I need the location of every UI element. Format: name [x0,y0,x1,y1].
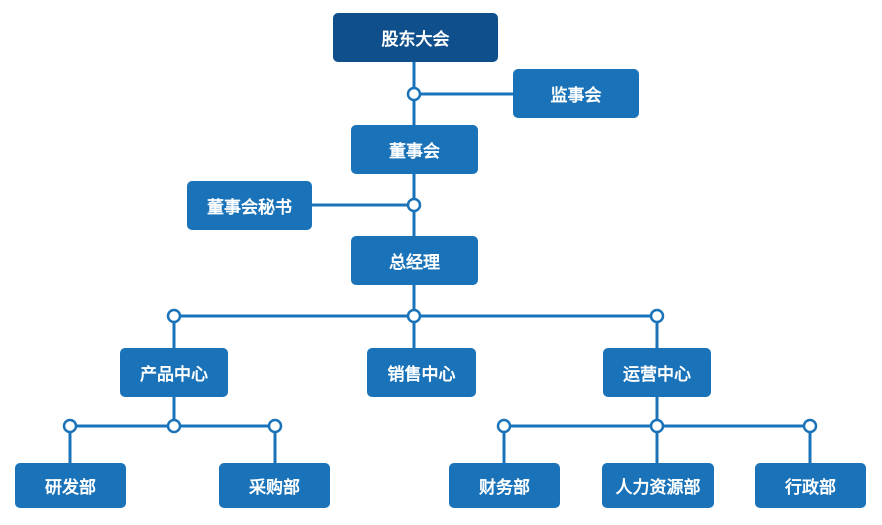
node-product-center: 产品中心 [120,348,228,397]
junction-node [166,308,182,324]
junction-node [267,418,283,434]
junction-node [406,197,422,213]
junction-node [166,418,182,434]
junction-node [406,308,422,324]
node-general-manager: 总经理 [351,236,478,285]
node-sales-center: 销售中心 [367,348,476,397]
node-finance-dept: 财务部 [449,463,560,508]
junction-node [649,308,665,324]
node-board-secretary: 董事会秘书 [187,181,312,230]
junction-node [649,418,665,434]
junction-node [496,418,512,434]
node-rnd-dept: 研发部 [15,463,126,508]
node-supervisory-board: 监事会 [513,69,639,118]
node-hr-dept: 人力资源部 [602,463,714,508]
junction-node [406,86,422,102]
junction-node [802,418,818,434]
node-admin-dept: 行政部 [755,463,866,508]
node-purchasing-dept: 采购部 [219,463,330,508]
junction-node [62,418,78,434]
node-board-of-directors: 董事会 [351,125,478,174]
node-shareholders-meeting: 股东大会 [333,13,498,62]
node-operations-center: 运营中心 [603,348,711,397]
